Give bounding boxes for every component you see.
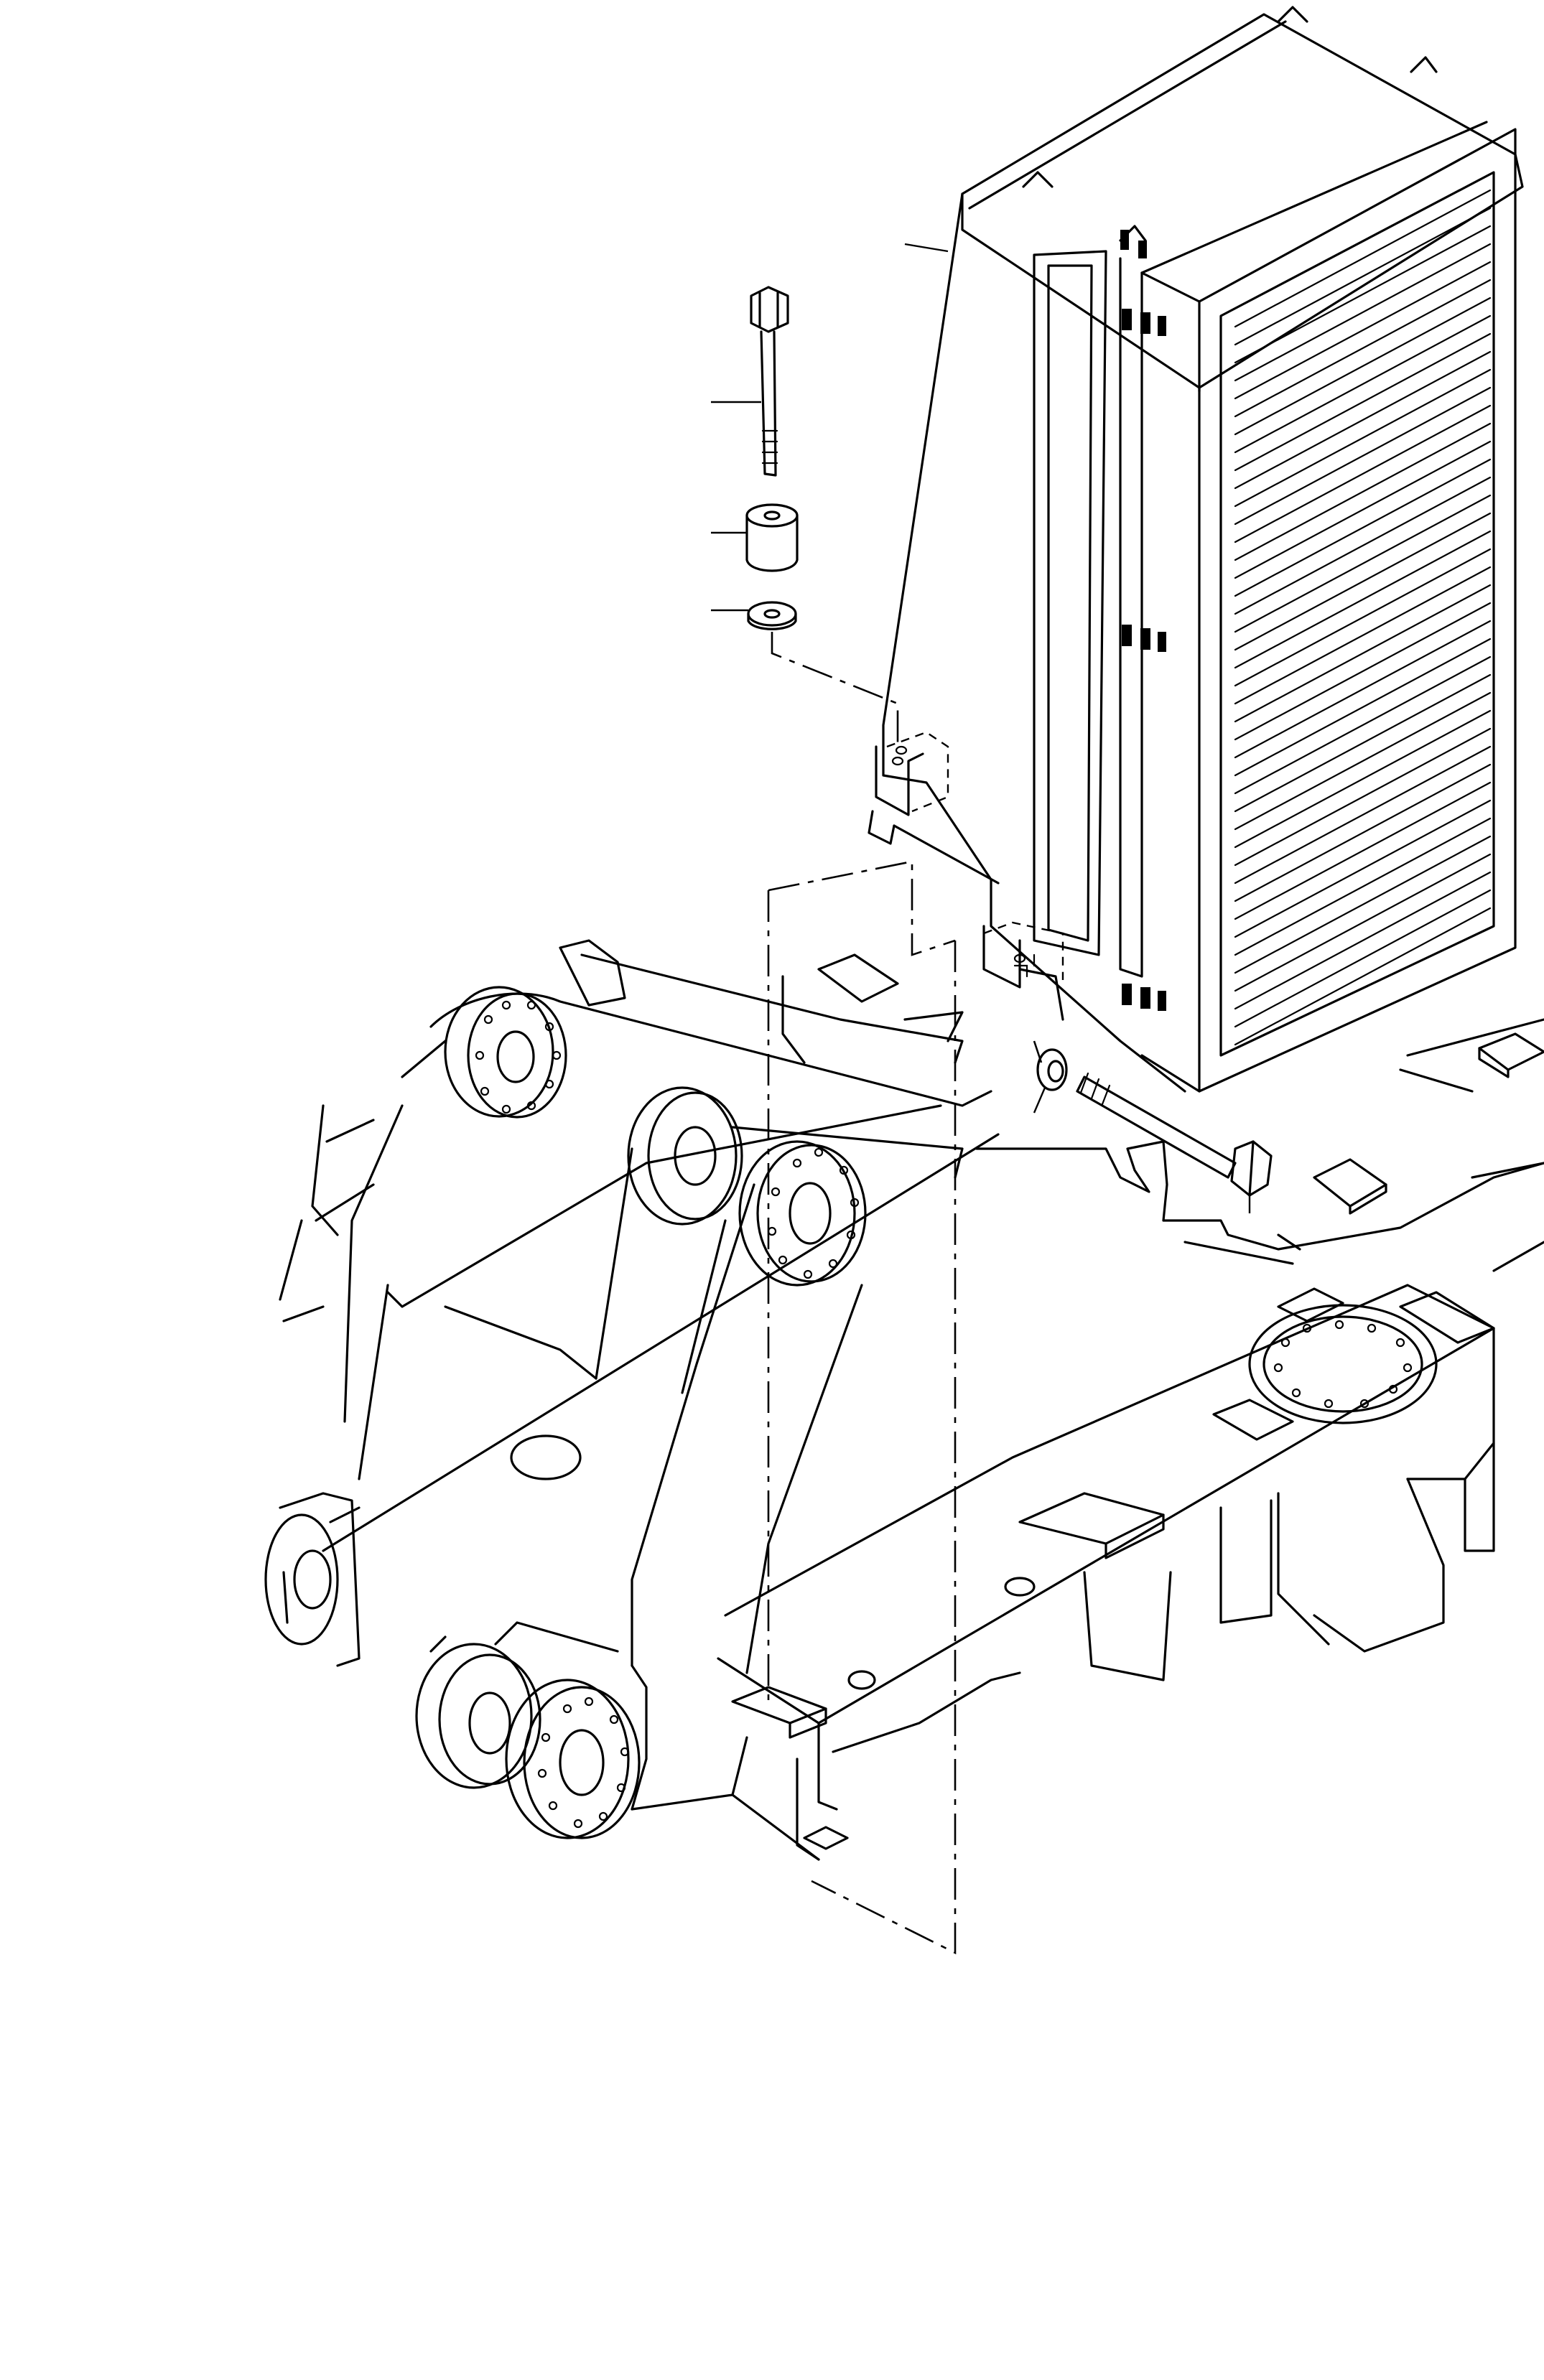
flat-washer (747, 601, 797, 630)
lower-mount-washer (1036, 1048, 1068, 1091)
revolving-frame (264, 939, 1544, 1861)
assembly-center-lines (767, 632, 1043, 1955)
rubber-cushion (745, 503, 799, 572)
radiator-assembly (868, 6, 1524, 1093)
lower-mount-bolt (1076, 1072, 1273, 1197)
upper-mount-bolt (750, 286, 789, 477)
callout-leaders (711, 243, 1251, 1213)
leader-lower-washer (1033, 1087, 1046, 1114)
leader-radiator (904, 243, 949, 253)
